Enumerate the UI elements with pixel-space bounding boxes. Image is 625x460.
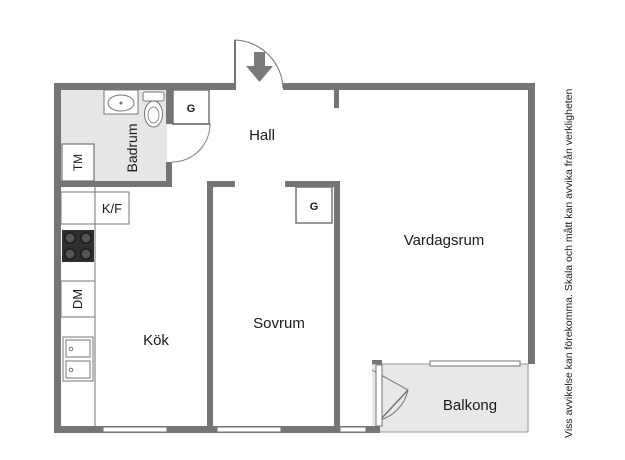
entrance-door-swing: [234, 39, 284, 90]
bedroom-wardrobe: [295, 186, 333, 224]
fixture-label-hall-wardrobe: G: [187, 103, 196, 115]
stove-icon: [62, 230, 94, 262]
sink-icon: [62, 336, 94, 382]
room-label-badrum: Badrum: [124, 123, 140, 172]
fixture-label-bedroom-wardrobe: G: [310, 201, 319, 213]
windows: [102, 360, 521, 433]
room-label-hall: Hall: [249, 127, 275, 144]
room-label-kok: Kök: [143, 332, 169, 349]
tm-box: [61, 143, 95, 182]
disclaimer-text: Viss avvikelse kan förekomma. Skala och …: [563, 88, 575, 438]
bathroom-door-swing: [171, 123, 211, 163]
room-label-balkong: Balkong: [443, 397, 497, 414]
washbasin-icon: [103, 89, 139, 115]
fixture-label-tm: TM: [71, 154, 85, 171]
room-label-sovrum: Sovrum: [253, 315, 305, 332]
toilet-icon: [142, 91, 165, 128]
fixture-label-kf: K/F: [102, 201, 122, 216]
balcony-floor: [372, 364, 528, 432]
entrance-arrow-icon: [246, 52, 273, 82]
kitchen-counter: [60, 187, 130, 426]
room-label-vardagsrum: Vardagsrum: [404, 232, 485, 249]
fixture-label-dm: DM: [70, 289, 85, 309]
